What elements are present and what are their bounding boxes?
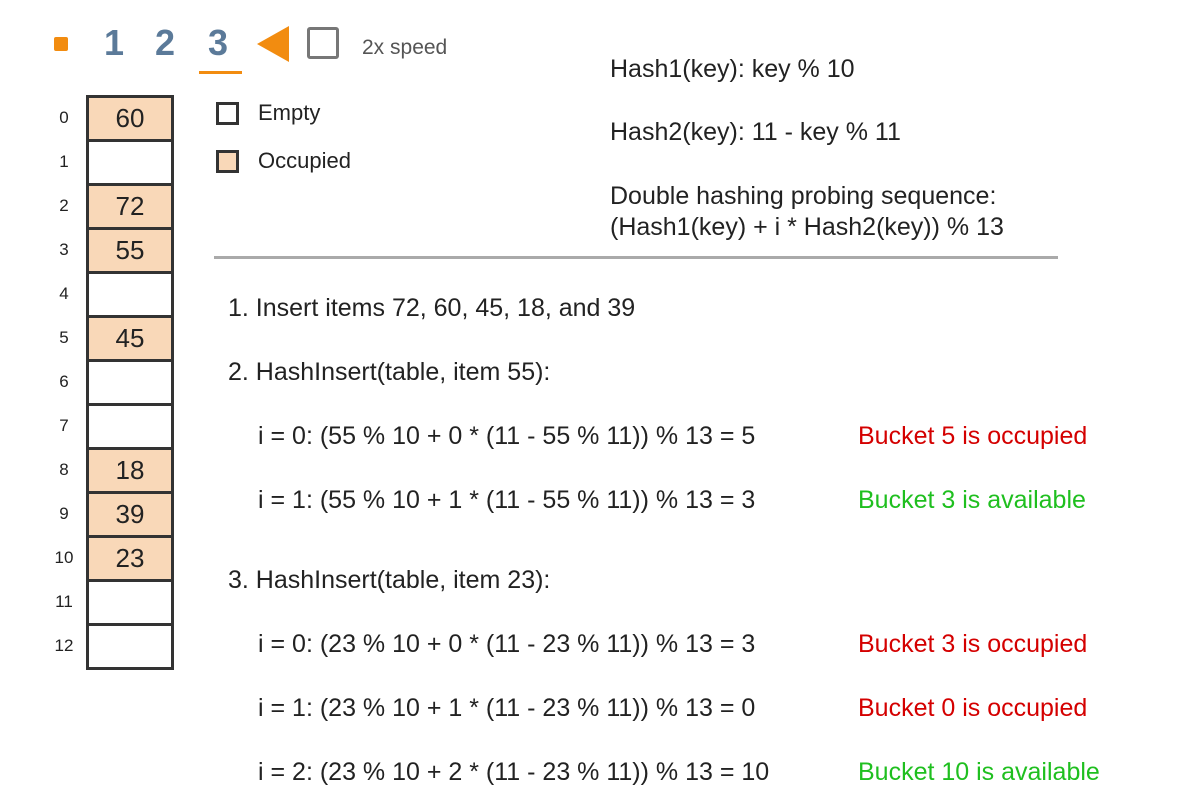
bucket-index-0: 0 xyxy=(59,108,69,127)
step-3-probe-1: i = 1: (23 % 10 + 1 * (11 - 23 % 11)) % … xyxy=(258,694,756,722)
bucket-index-9: 9 xyxy=(59,504,69,523)
legend-occupied-swatch xyxy=(216,150,239,173)
bucket-10: 23 xyxy=(89,538,171,579)
bucket-3: 55 xyxy=(89,230,171,271)
bucket-0: 60 xyxy=(89,98,171,139)
speed-checkbox[interactable] xyxy=(307,27,339,59)
legend-empty-swatch xyxy=(216,102,239,125)
stop-icon[interactable] xyxy=(54,37,68,51)
bucket-11 xyxy=(89,582,171,623)
step-2-probe-0-status: Bucket 5 is occupied xyxy=(858,422,1088,450)
step-3-probe-0: i = 0: (23 % 10 + 0 * (11 - 23 % 11)) % … xyxy=(258,630,756,658)
step-3-probe-1-status: Bucket 0 is occupied xyxy=(858,694,1088,722)
bucket-index-10: 10 xyxy=(54,548,74,567)
bucket-index-1: 1 xyxy=(59,152,69,171)
bucket-9: 39 xyxy=(89,494,171,535)
bucket-7 xyxy=(89,406,171,447)
current-step-indicator xyxy=(199,71,242,74)
legend-empty-label: Empty xyxy=(258,100,321,125)
bucket-6 xyxy=(89,362,171,403)
hash2-formula: Hash2(key): 11 - key % 11 xyxy=(610,118,901,146)
step-1-text: 1. Insert items 72, 60, 45, 18, and 39 xyxy=(228,294,636,322)
bucket-index-5: 5 xyxy=(59,328,69,347)
step-2-title: 2. HashInsert(table, item 55): xyxy=(228,358,551,386)
bucket-8: 18 xyxy=(89,450,171,491)
step-1-button[interactable]: 1 xyxy=(104,22,125,63)
step-3-probe-0-status: Bucket 3 is occupied xyxy=(858,630,1088,658)
bucket-12 xyxy=(89,626,171,667)
step-2-button[interactable]: 2 xyxy=(155,22,176,63)
legend-occupied-label: Occupied xyxy=(258,148,351,173)
hash1-formula: Hash1(key): key % 10 xyxy=(610,55,855,83)
bucket-4 xyxy=(89,274,171,315)
back-arrow-icon[interactable] xyxy=(257,26,289,62)
bucket-5: 45 xyxy=(89,318,171,359)
step-2-probe-1: i = 1: (55 % 10 + 1 * (11 - 55 % 11)) % … xyxy=(258,486,756,514)
probing-formula: (Hash1(key) + i * Hash2(key)) % 13 xyxy=(610,213,1004,241)
step-3-title: 3. HashInsert(table, item 23): xyxy=(228,566,551,594)
step-3-button[interactable]: 3 xyxy=(208,22,229,63)
bucket-index-7: 7 xyxy=(59,416,69,435)
bucket-index-6: 6 xyxy=(59,372,69,391)
bucket-index-11: 11 xyxy=(55,592,73,611)
bucket-2: 72 xyxy=(89,186,171,227)
step-2-probe-0: i = 0: (55 % 10 + 0 * (11 - 55 % 11)) % … xyxy=(258,422,756,450)
bucket-1 xyxy=(89,142,171,183)
bucket-index-8: 8 xyxy=(59,460,69,479)
bucket-index-4: 4 xyxy=(59,284,69,303)
bucket-index-12: 12 xyxy=(54,636,74,655)
step-3-probe-2-status: Bucket 10 is available xyxy=(858,758,1100,786)
bucket-index-2: 2 xyxy=(59,196,69,215)
step-3-probe-2: i = 2: (23 % 10 + 2 * (11 - 23 % 11)) % … xyxy=(258,758,770,786)
hash-table: 60 72 55 45 18 39 23 xyxy=(86,95,174,670)
probing-title: Double hashing probing sequence: xyxy=(610,182,997,210)
bucket-index-3: 3 xyxy=(59,240,69,259)
step-2-probe-1-status: Bucket 3 is available xyxy=(858,486,1086,514)
divider xyxy=(214,256,1058,259)
speed-label: 2x speed xyxy=(362,36,448,59)
